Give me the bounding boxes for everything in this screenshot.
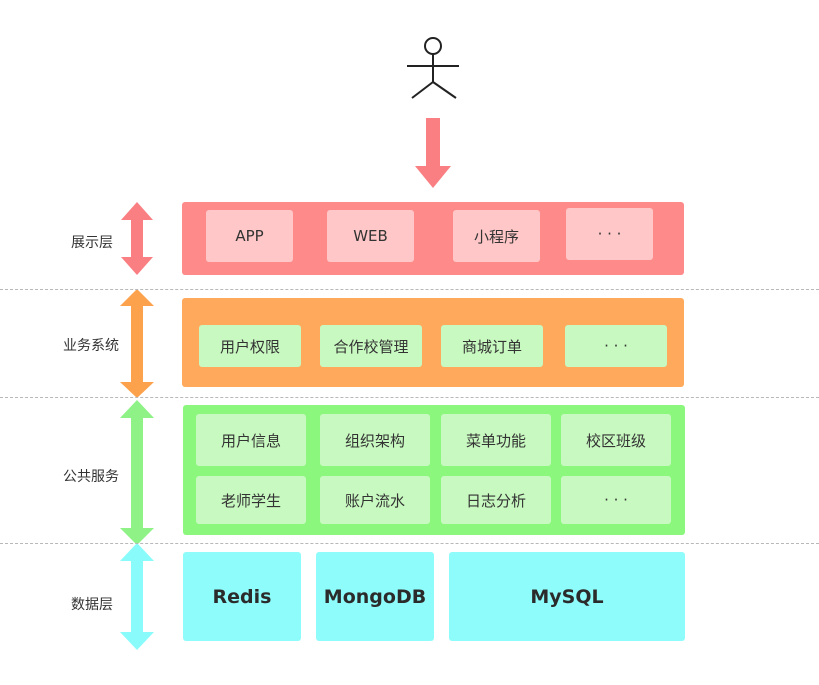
layer-label-data: 数据层 [71,597,113,613]
display-box-miniprogram: 小程序 [453,210,540,262]
layer-arrow-display [121,202,153,275]
display-box-app: APP [206,210,293,262]
data-box-mysql: MySQL [449,552,685,641]
layer-divider [0,397,819,398]
public-box-teacher-student: 老师学生 [196,476,306,524]
public-box-log-analysis: 日志分析 [441,476,551,524]
user-down-arrow [415,118,451,188]
layer-label-public: 公共服务 [63,469,119,485]
layer-arrow-business [120,289,154,398]
data-box-redis: Redis [183,552,301,641]
business-box-mall-orders: 商城订单 [441,325,543,367]
user-icon [407,37,459,99]
display-box-web: WEB [327,210,414,262]
layer-divider [0,289,819,290]
business-box-partner-school: 合作校管理 [320,325,422,367]
business-box-user-permission: 用户权限 [199,325,301,367]
business-box-more: · · · [565,325,667,367]
public-box-user-info: 用户信息 [196,414,306,466]
data-box-mongodb: MongoDB [316,552,434,641]
public-box-menu-functions: 菜单功能 [441,414,551,466]
public-box-more: · · · [561,476,671,524]
layer-arrow-public [120,400,154,545]
layer-label-business: 业务系统 [63,338,119,354]
public-box-org-structure: 组织架构 [320,414,430,466]
public-box-campus-class: 校区班级 [561,414,671,466]
layer-label-display: 展示层 [71,235,113,251]
layer-divider [0,543,819,544]
public-box-account-flow: 账户流水 [320,476,430,524]
layer-arrow-data [120,543,154,650]
display-box-more: · · · [566,208,653,260]
